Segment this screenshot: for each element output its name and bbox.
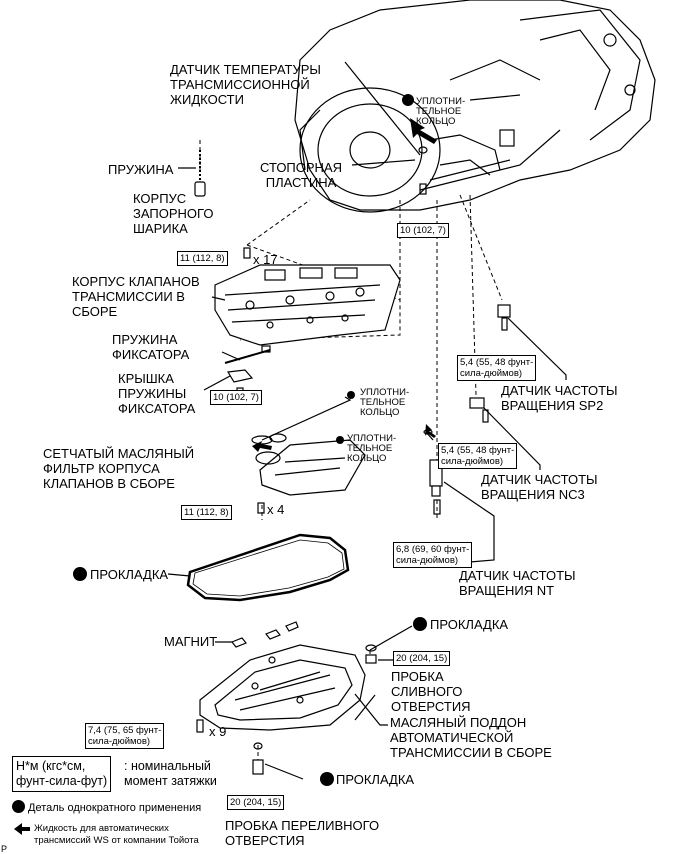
label-nc3: ДАТЧИК ЧАСТОТЫ ВРАЩЕНИЯ NC3 — [481, 472, 598, 502]
torque-11-low: 11 (112, 8) — [181, 505, 232, 520]
label-detent-spring: ПРУЖИНА ФИКСАТОРА — [112, 332, 190, 362]
qty-x9: x 9 — [209, 724, 227, 739]
valve-body — [214, 264, 401, 346]
strainer — [255, 433, 366, 496]
torque-54-sp2: 5,4 (55, 48 фунт- сила-дюймов) — [457, 355, 537, 381]
label-drain-plug: ПРОБКА СЛИВНОГО ОТВЕРСТИЯ — [391, 669, 471, 714]
label-o-ring-nt: УПЛОТНИ- ТЕЛЬНОЕ КОЛЬЦО — [347, 433, 397, 464]
oil-pan — [199, 644, 366, 731]
pan-gasket — [186, 533, 350, 602]
label-nt: ДАТЧИК ЧАСТОТЫ ВРАЩЕНИЯ NT — [459, 568, 576, 598]
single-use-dot-icon — [12, 800, 25, 813]
label-oil-pan: МАСЛЯНЫЙ ПОДДОН АВТОМАТИЧЕСКОЙ ТРАНСМИСС… — [390, 715, 552, 760]
label-gasket-drain: ПРОКЛАДКА — [430, 617, 509, 632]
label-stop-plate: СТОПОРНАЯ ПЛАСТИНА — [260, 160, 342, 190]
transmission-case — [294, 0, 656, 213]
qty-x17: x 17 — [253, 252, 278, 267]
torque-11-top: 11 (112, 8) — [177, 251, 228, 266]
torque-10-mid: 10 (102, 7) — [210, 390, 262, 405]
torque-74-pan: 7,4 (75, 65 фунт- сила-дюймов) — [85, 723, 165, 749]
label-gasket-pan: ПРОКЛАДКА — [90, 567, 169, 582]
label-sp2: ДАТЧИК ЧАСТОТЫ ВРАЩЕНИЯ SP2 — [501, 383, 618, 413]
label-o-ring-top: УПЛОТНИ- ТЕЛЬНОЕ КОЛЬЦО — [416, 96, 466, 127]
corner-mark: P — [1, 844, 8, 854]
label-valve-body: КОРПУС КЛАПАНОВ ТРАНСМИССИИ В СБОРЕ — [72, 274, 200, 319]
label-ball-body: КОРПУС ЗАПОРНОГО ШАРИКА — [133, 191, 214, 236]
torque-20-drain: 20 (204, 15) — [393, 651, 451, 666]
label-strainer: СЕТЧАТЫЙ МАСЛЯНЫЙ ФИЛЬТР КОРПУСА КЛАПАНО… — [43, 446, 195, 491]
legend-single-use: Деталь однократного применения — [12, 800, 201, 816]
label-magnet: МАГНИТ — [164, 634, 218, 649]
legend-unit-desc: : номинальный момент затяжки — [124, 759, 217, 788]
torque-68-nt: 6,8 (69, 60 фунт- сила-дюймов) — [393, 542, 473, 568]
label-overflow-plug: ПРОБКА ПЕРЕЛИВНОГО ОТВЕРСТИЯ — [225, 818, 380, 848]
qty-x4: x 4 — [267, 502, 285, 517]
label-spring: ПРУЖИНА — [108, 162, 174, 177]
legend-single-use-text: Деталь однократного применения — [28, 802, 202, 814]
torque-54-nc3: 5,4 (55, 48 фунт- сила-дюймов) — [438, 443, 518, 469]
legend-unit-box: Н*м (кгс*см, фунт-сила-фут) — [12, 756, 112, 792]
label-temp-sensor: ДАТЧИК ТЕМПЕРАТУРЫ ТРАНСМИССИОННОЙ ЖИДКО… — [170, 62, 321, 107]
legend-fluid: Жидкость для автоматических трансмиссий … — [34, 823, 199, 846]
bolts — [196, 183, 508, 733]
label-o-ring-mid: УПЛОТНИ- ТЕЛЬНОЕ КОЛЬЦО — [360, 387, 410, 418]
label-gasket-fill: ПРОКЛАДКА — [336, 772, 415, 787]
torque-20-fill: 20 (204, 15) — [227, 795, 285, 810]
label-detent-cover: КРЫШКА ПРУЖИНЫ ФИКСАТОРА — [118, 371, 196, 416]
torque-10-top: 10 (102, 7) — [397, 223, 449, 238]
